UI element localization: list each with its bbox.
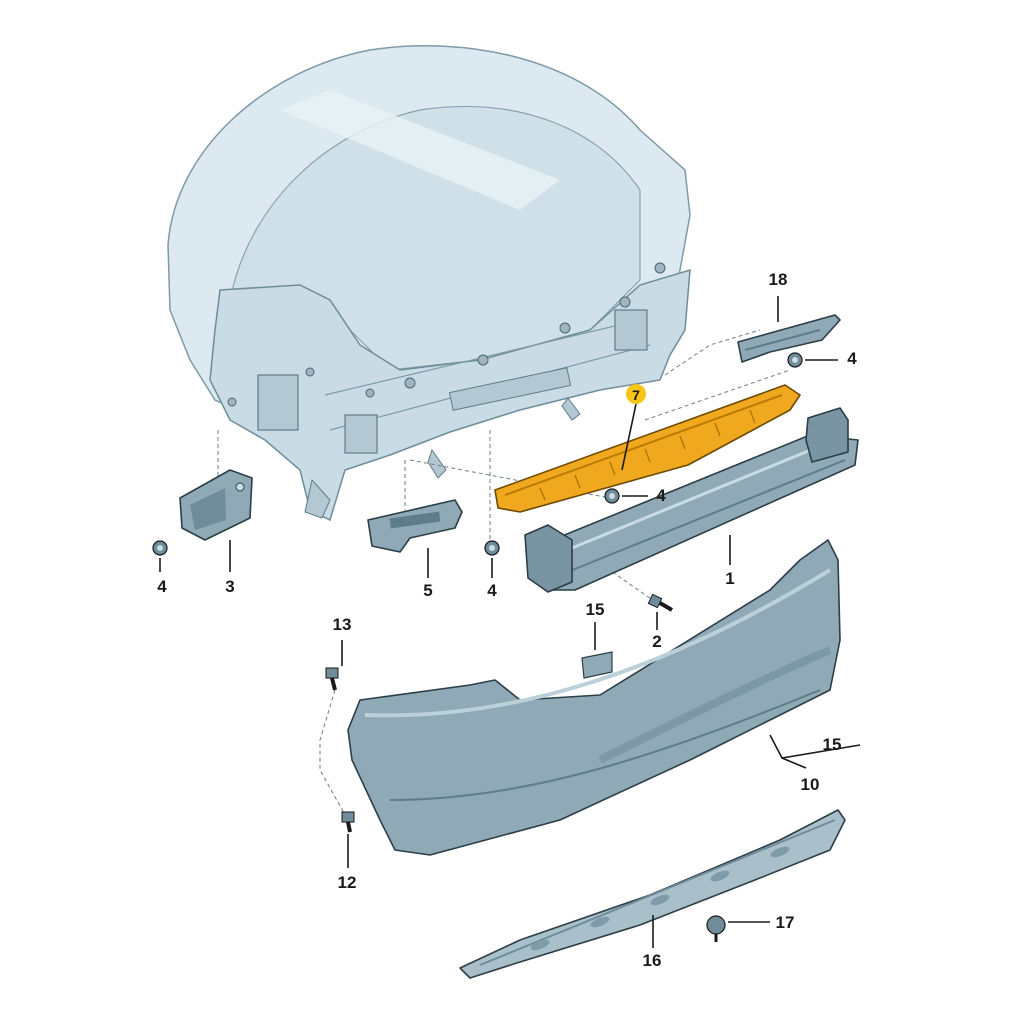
part-5-guide[interactable] [367, 499, 463, 553]
nut-4-center[interactable] [484, 540, 500, 556]
callout-18[interactable]: 18 [769, 270, 788, 289]
callout-7[interactable]: 7 [632, 387, 640, 403]
nut-4-trim[interactable] [604, 488, 620, 504]
callout-1[interactable]: 1 [725, 569, 734, 588]
callout-13[interactable]: 13 [333, 615, 352, 634]
car-rear-body [167, 45, 691, 522]
part-1-bumper-beam[interactable] [524, 407, 859, 593]
callout-2[interactable]: 2 [652, 632, 661, 651]
callout-4-center[interactable]: 4 [487, 581, 497, 600]
panel-cutout-right [614, 309, 648, 351]
callout-12[interactable]: 12 [338, 873, 357, 892]
callout-16[interactable]: 16 [643, 951, 662, 970]
callout-5[interactable]: 5 [423, 581, 432, 600]
panel-cutout-left [257, 374, 299, 431]
part-10-bumper-cover[interactable] [347, 539, 841, 856]
rivet-17[interactable] [706, 915, 726, 942]
callout-15-cover[interactable]: 15 [823, 735, 842, 754]
callout-3[interactable]: 3 [225, 577, 234, 596]
bolt-13[interactable] [325, 667, 339, 691]
panel-slot [448, 367, 572, 411]
bolt-2[interactable] [647, 593, 674, 612]
bolt-12[interactable] [341, 811, 355, 833]
fasteners [152, 352, 803, 942]
clip-15[interactable] [581, 651, 613, 679]
leader-lines [159, 296, 861, 948]
callout-15-clip[interactable]: 15 [586, 600, 605, 619]
callout-4-right[interactable]: 4 [847, 349, 857, 368]
callout-17[interactable]: 17 [776, 913, 795, 932]
callout-10[interactable]: 10 [801, 775, 820, 794]
callout-4-left[interactable]: 4 [157, 577, 167, 596]
nut-4-left[interactable] [152, 540, 168, 556]
nut-4-right[interactable] [787, 352, 803, 368]
part-16-diffuser[interactable] [459, 809, 846, 979]
callout-4-trim[interactable]: 4 [656, 486, 666, 505]
panel-cutout-center-left [344, 414, 378, 454]
part-7-trim-panel[interactable] [494, 384, 801, 513]
highlight-marker-7 [626, 384, 646, 404]
window-reflection [280, 90, 560, 210]
part-18-bracket[interactable] [737, 314, 841, 363]
callout-labels: 18 4 7 4 4 3 5 4 1 15 2 13 15 10 12 17 1… [157, 270, 857, 970]
part-3-bracket[interactable] [179, 469, 253, 541]
